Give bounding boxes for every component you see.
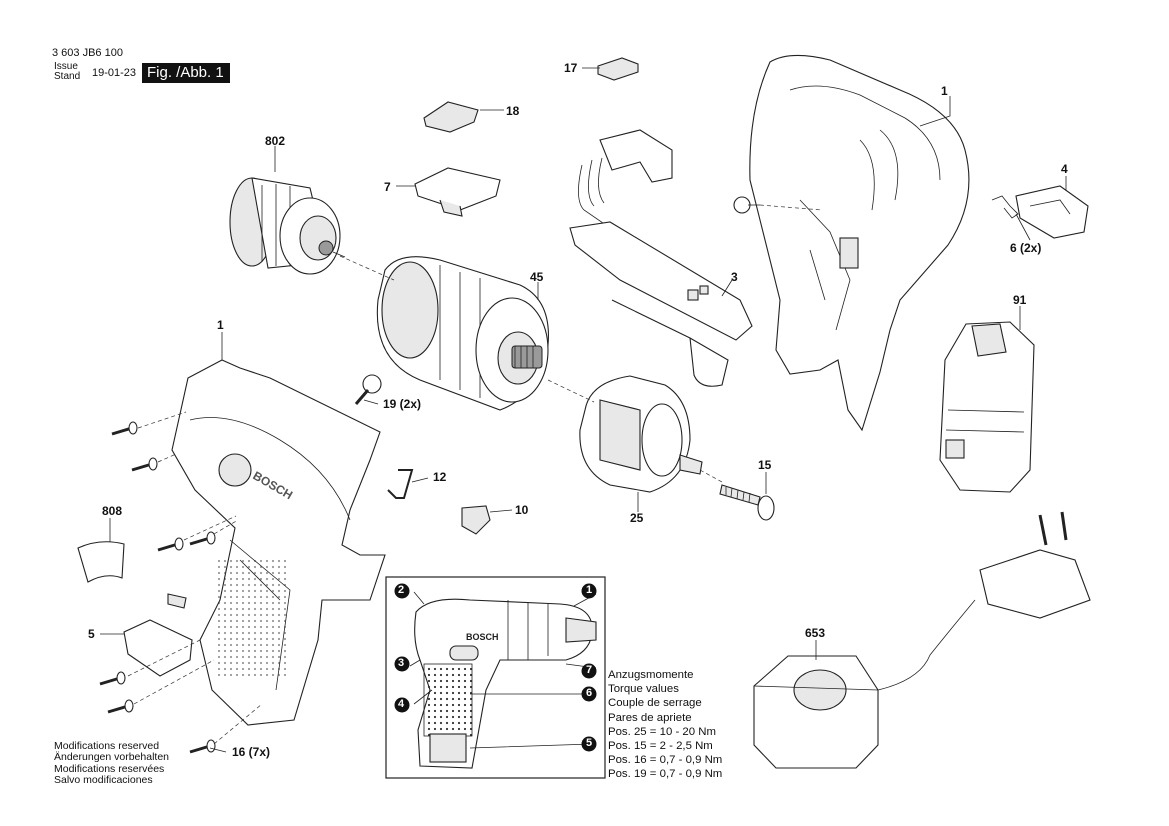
spring-part-6 xyxy=(991,195,1019,219)
inset-logo-text: BOSCH xyxy=(466,632,499,642)
figure-label: Fig. /Abb. 1 xyxy=(142,63,230,83)
torque-title-en: Torque values xyxy=(608,683,679,696)
screw-part-15 xyxy=(719,484,775,521)
callout-10: 10 xyxy=(515,503,529,517)
modifications-note: Modifications reserved Änderungen vorbeh… xyxy=(54,740,170,787)
switch-part-3 xyxy=(569,129,753,387)
callout-7: 7 xyxy=(384,180,391,194)
torque-title-de: Anzugsmomente xyxy=(608,669,694,681)
screw-small-right xyxy=(733,196,760,214)
callout-4: 4 xyxy=(1061,162,1068,176)
callout-15: 15 xyxy=(758,458,772,472)
housing-half-right-part-1 xyxy=(749,54,970,432)
issue-date: 19-01-23 xyxy=(92,67,137,79)
callout-25: 25 xyxy=(630,511,644,525)
chuck-part-25 xyxy=(579,375,703,493)
issue-label: Issue xyxy=(54,61,78,72)
part-number: 3 603 JB6 100 xyxy=(52,47,123,59)
housing-half-left-part-1: BOSCH xyxy=(171,359,386,726)
mod-es: Salvo modificaciones xyxy=(54,774,153,787)
callout-18: 18 xyxy=(506,104,520,118)
inset-marker-4: 4 xyxy=(398,698,405,710)
cover-part-18 xyxy=(423,101,479,133)
screw-part-19 xyxy=(354,374,382,405)
inset-marker-7: 7 xyxy=(586,664,593,676)
mod-fr: Modifications reservées xyxy=(54,762,165,775)
inset-marker-5: 5 xyxy=(586,737,593,749)
callout-808: 808 xyxy=(102,504,123,518)
inset-marker-6: 6 xyxy=(586,687,593,699)
callout-6: 6 (2x) xyxy=(1010,241,1042,255)
callout-1-right: 1 xyxy=(941,84,948,98)
inset-marker-1: 1 xyxy=(586,584,593,596)
clip-part-12 xyxy=(387,469,414,499)
inset-markers xyxy=(394,583,597,752)
torque-title-fr: Couple de serrage xyxy=(608,697,702,710)
leader-lines xyxy=(100,67,1067,753)
callout-17: 17 xyxy=(564,61,578,75)
battery-part-91 xyxy=(939,321,1035,493)
callout-45: 45 xyxy=(530,270,544,284)
callout-802: 802 xyxy=(265,134,286,148)
callout-16: 16 (7x) xyxy=(232,745,271,759)
assembly-lines xyxy=(127,204,823,745)
torque-pos-15: Pos. 15 = 2 - 2,5 Nm xyxy=(608,740,713,753)
inset-marker-2: 2 xyxy=(398,584,405,596)
latch-part-4 xyxy=(1015,185,1089,239)
mod-en: Modifications reserved xyxy=(54,740,160,752)
callout-19: 19 (2x) xyxy=(383,397,422,411)
callout-1-left: 1 xyxy=(217,318,224,332)
cover-part-7 xyxy=(414,167,501,217)
torque-pos-25: Pos. 25 = 10 - 20 Nm xyxy=(608,725,716,738)
callout-5: 5 xyxy=(88,627,95,641)
latch-part-5 xyxy=(123,593,193,677)
charger-part-653 xyxy=(753,511,1091,769)
torque-pos-19: Pos. 19 = 0,7 - 0,9 Nm xyxy=(608,768,723,781)
gearbox-part-45 xyxy=(376,256,549,411)
torque-inset: BOSCH xyxy=(385,576,606,779)
torque-title-es: Pares de apriete xyxy=(608,711,692,724)
button-part-10 xyxy=(461,505,491,535)
inset-marker-3: 3 xyxy=(398,657,405,669)
callout-3: 3 xyxy=(731,270,738,284)
torque-pos-16: Pos. 16 = 0,7 - 0,9 Nm xyxy=(608,754,723,767)
screws-part-16 xyxy=(99,421,216,754)
issue-labels: Issue Stand xyxy=(54,62,80,82)
cover-part-17 xyxy=(597,57,639,81)
callout-91: 91 xyxy=(1013,293,1027,307)
mod-de: Änderungen vorbehalten xyxy=(54,751,170,764)
stand-label: Stand xyxy=(54,71,81,82)
cover-part-808 xyxy=(77,541,125,583)
torque-values: Anzugsmomente Torque values Couple de se… xyxy=(608,668,722,782)
motor-part-802 xyxy=(229,177,346,275)
callout-12: 12 xyxy=(433,470,447,484)
callout-653: 653 xyxy=(805,626,826,640)
